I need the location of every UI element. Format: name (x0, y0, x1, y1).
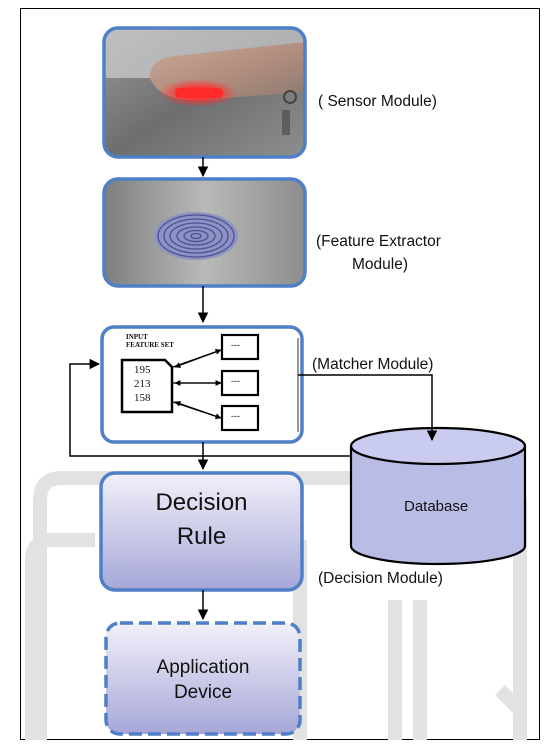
template-slot-1 (220, 333, 260, 361)
template-slot-3 (220, 404, 260, 432)
template-slot-3-label: --- (231, 411, 240, 421)
template-slot-1-label: --- (231, 340, 240, 350)
application-line1: Application (156, 657, 250, 678)
decision-rule-line2: Rule (176, 523, 227, 550)
sensor-photo (102, 26, 307, 159)
template-slot-2-label: --- (231, 376, 240, 386)
database-cylinder (349, 426, 527, 566)
feature-value-1: 195 (134, 364, 151, 376)
decision-rule-line1: Decision (155, 489, 248, 516)
sensor-module-label: ( Sensor Module) (318, 93, 437, 110)
input-title-line1: INPUT (126, 333, 148, 341)
decision-rule-box (99, 471, 304, 592)
feature-value-3: 158 (134, 392, 151, 404)
template-slot-2 (220, 369, 260, 397)
feature-module-label-line2: Module) (352, 256, 408, 273)
decision-module-label: (Decision Module) (318, 570, 443, 587)
application-line2: Device (173, 682, 233, 703)
arrow-matcher-to-database (298, 374, 438, 442)
database-label: Database (404, 498, 469, 515)
fingerprint-photo (102, 177, 307, 288)
application-device-box (104, 621, 302, 736)
diagram-frame (20, 8, 540, 740)
feature-module-label-line1: (Feature Extractor (316, 233, 441, 250)
arrow-database-to-matcher (69, 358, 351, 457)
feature-set-document (120, 358, 174, 414)
feature-value-2: 213 (134, 378, 151, 390)
matcher-module-label: (Matcher Module) (312, 356, 434, 373)
input-title-line2: FEATURE SET (126, 341, 174, 349)
